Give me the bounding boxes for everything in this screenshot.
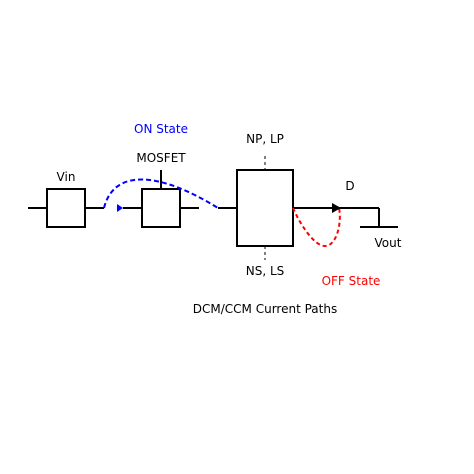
mosfet-label: MOSFET — [136, 151, 186, 165]
on-state-label: ON State — [134, 122, 188, 136]
secondary-winding-label: NS, LS — [246, 264, 285, 278]
diagram-caption: DCM/CCM Current Paths — [193, 302, 337, 316]
off-state-label: OFF State — [322, 274, 381, 288]
vin-label: Vin — [57, 170, 76, 184]
off-state-current-path — [292, 207, 341, 248]
on-state-arrow-icon — [117, 204, 123, 212]
mosfet-box — [141, 188, 181, 228]
primary-winding-label: NP, LP — [246, 132, 284, 146]
transformer-box — [236, 169, 294, 247]
on-state-current-path — [103, 178, 219, 209]
diode-label: D — [345, 179, 354, 193]
vin-source-box — [46, 188, 86, 228]
vout-label: Vout — [375, 236, 402, 250]
diode-triangle-icon — [332, 203, 341, 213]
